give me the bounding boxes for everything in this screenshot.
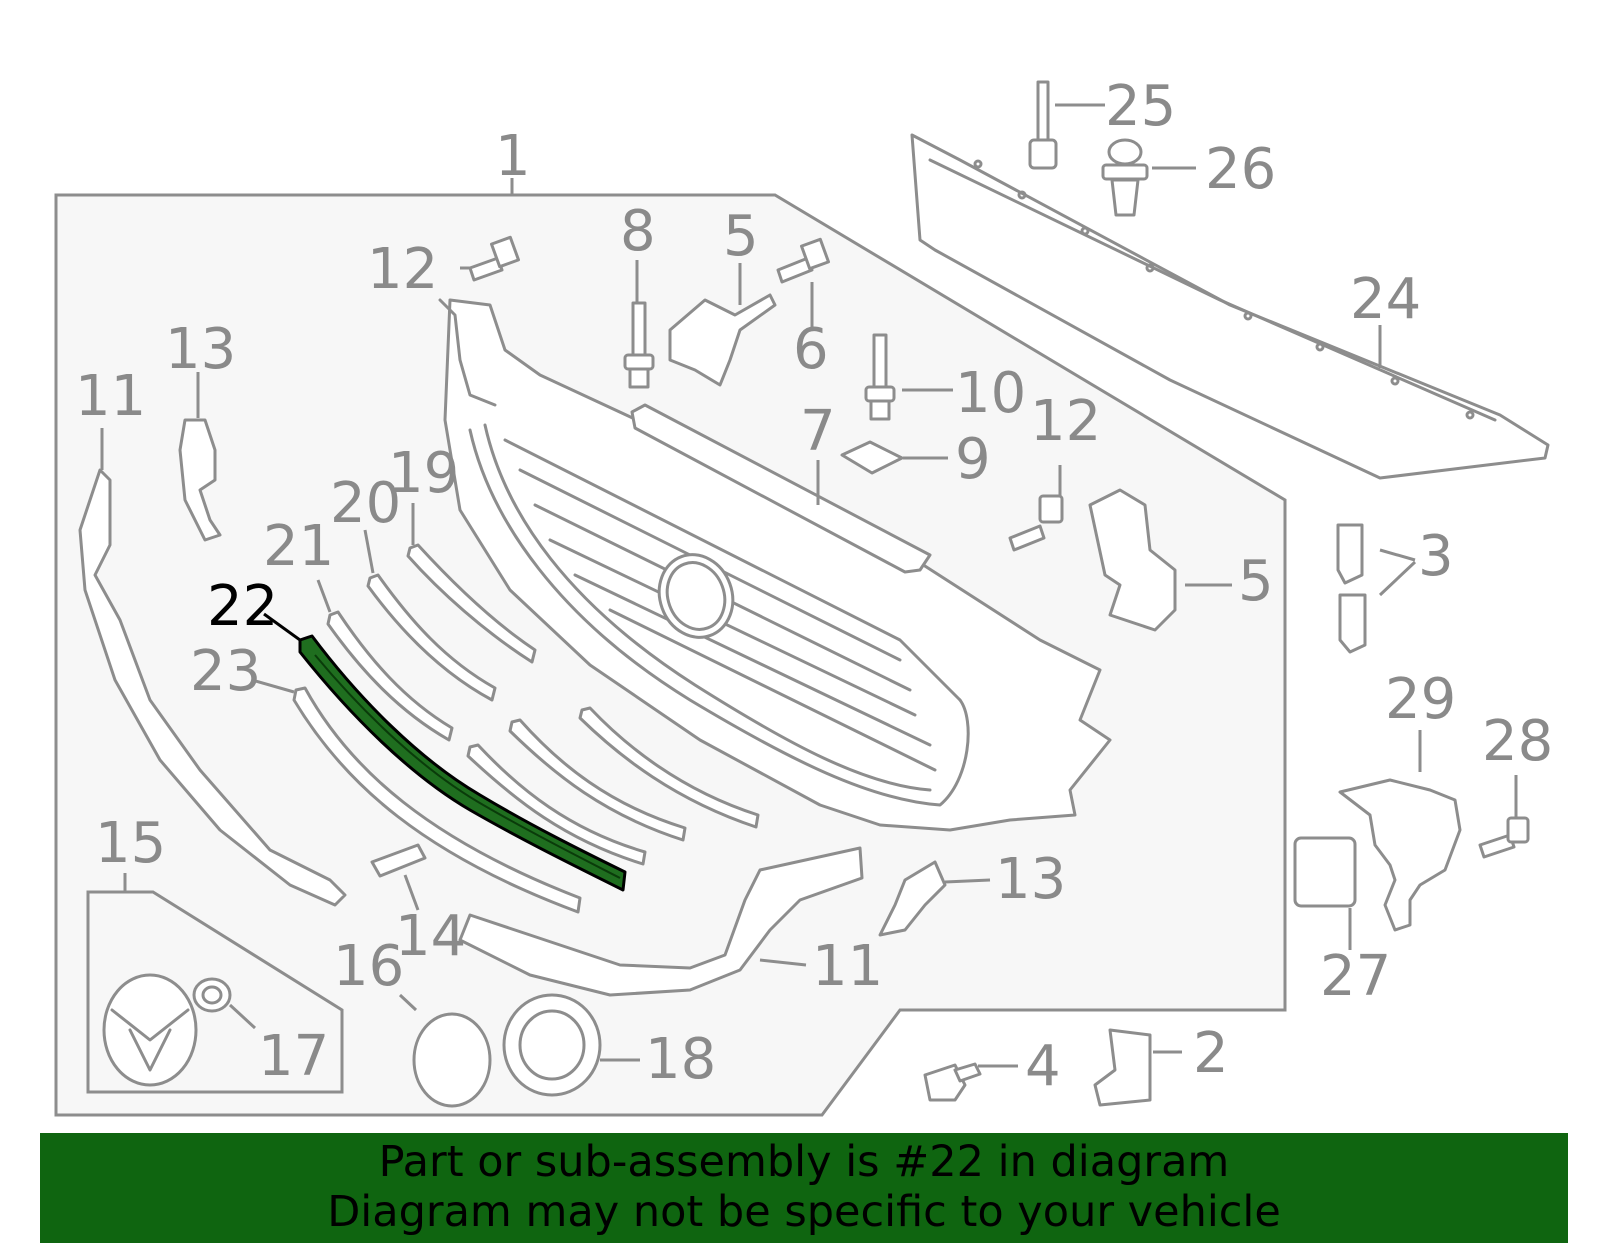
part-28-bolt [1478,816,1530,859]
part-15-emblem [102,973,198,1087]
callout-19: 19 [388,441,459,506]
callout-7: 7 [800,399,836,464]
callout-13-upper: 13 [165,317,236,382]
banner-line-2: Diagram may not be specific to your vehi… [327,1187,1281,1237]
callout-4: 4 [1025,1034,1061,1099]
callout-24: 24 [1350,267,1421,332]
banner-line-1: Part or sub-assembly is #22 in diagram [378,1137,1230,1187]
callout-5-upper: 5 [723,204,759,269]
part-14-clip [370,843,427,878]
callout-labels: 1 25 26 12 8 5 6 24 13 11 10 12 7 9 19 2… [75,74,1553,1099]
part-26-clip [1101,138,1149,217]
callout-20: 20 [330,471,401,536]
callout-10: 10 [955,361,1026,426]
part-20-strip [366,573,497,702]
callout-17: 17 [258,1024,329,1089]
part-10-pin [864,333,896,421]
part-11-molding-left [78,468,347,907]
part-5-bracket-right [1088,488,1177,632]
part-7-bracket-strip [630,403,932,574]
part-5-bracket-upper [668,293,777,387]
part-8-pin [623,301,655,389]
callout-8: 8 [620,199,656,264]
callout-26: 26 [1205,137,1276,202]
grille-bar-b [508,718,687,842]
part-2-bracket [1093,1028,1152,1107]
callout-13-lower: 13 [995,847,1066,912]
part-24-upper-shield [910,133,1550,480]
callout-5-right: 5 [1238,549,1274,614]
part-11-molding-lower [458,846,864,997]
part-19-strip [406,543,537,664]
callout-25: 25 [1105,74,1176,139]
part-27-sensor [1293,836,1357,908]
callout-3: 3 [1418,524,1454,589]
callout-1: 1 [495,124,531,189]
callout-21: 21 [263,514,334,579]
grille-bar-a [466,743,647,866]
callout-12-right: 12 [1030,389,1101,454]
leader-lines [100,103,1518,1068]
callout-9: 9 [955,427,991,492]
part-16-cover [412,1012,492,1108]
part-29-bracket [1338,778,1462,932]
callout-2: 2 [1193,1021,1229,1086]
callout-16: 16 [333,934,404,999]
part-17-grommet [192,977,232,1013]
callout-28: 28 [1482,709,1553,774]
callout-23: 23 [190,639,261,704]
part-12-bolt-right [1008,494,1064,552]
callout-12-upper: 12 [367,237,438,302]
parts-diagram: 1 25 26 12 8 5 6 24 13 11 10 12 7 9 19 2… [54,74,1553,1117]
part-25-pin [1028,80,1058,170]
callout-15: 15 [95,811,166,876]
part-12-bolt-upper [468,235,521,282]
part-13-bracket-upper [178,418,222,542]
callout-27: 27 [1320,944,1391,1009]
part-3-clips [1336,523,1367,654]
part-9-pad [840,440,904,475]
callout-18: 18 [645,1027,716,1092]
part-13-bracket-lower [878,860,947,937]
callout-29: 29 [1385,667,1456,732]
part-21-strip [326,610,454,742]
callout-14: 14 [395,904,466,969]
part-6-bolt [776,237,831,284]
callout-22: 22 [207,574,278,639]
part-4-nut [923,1062,982,1102]
callout-11-upper: 11 [75,364,146,429]
callout-11-lower: 11 [812,934,883,999]
info-banner: Part or sub-assembly is #22 in diagram D… [40,1133,1568,1243]
part-23-strip [292,686,582,914]
callout-6: 6 [793,317,829,382]
grille-bar-c [578,706,760,829]
part-18-cover-ring [502,993,602,1097]
